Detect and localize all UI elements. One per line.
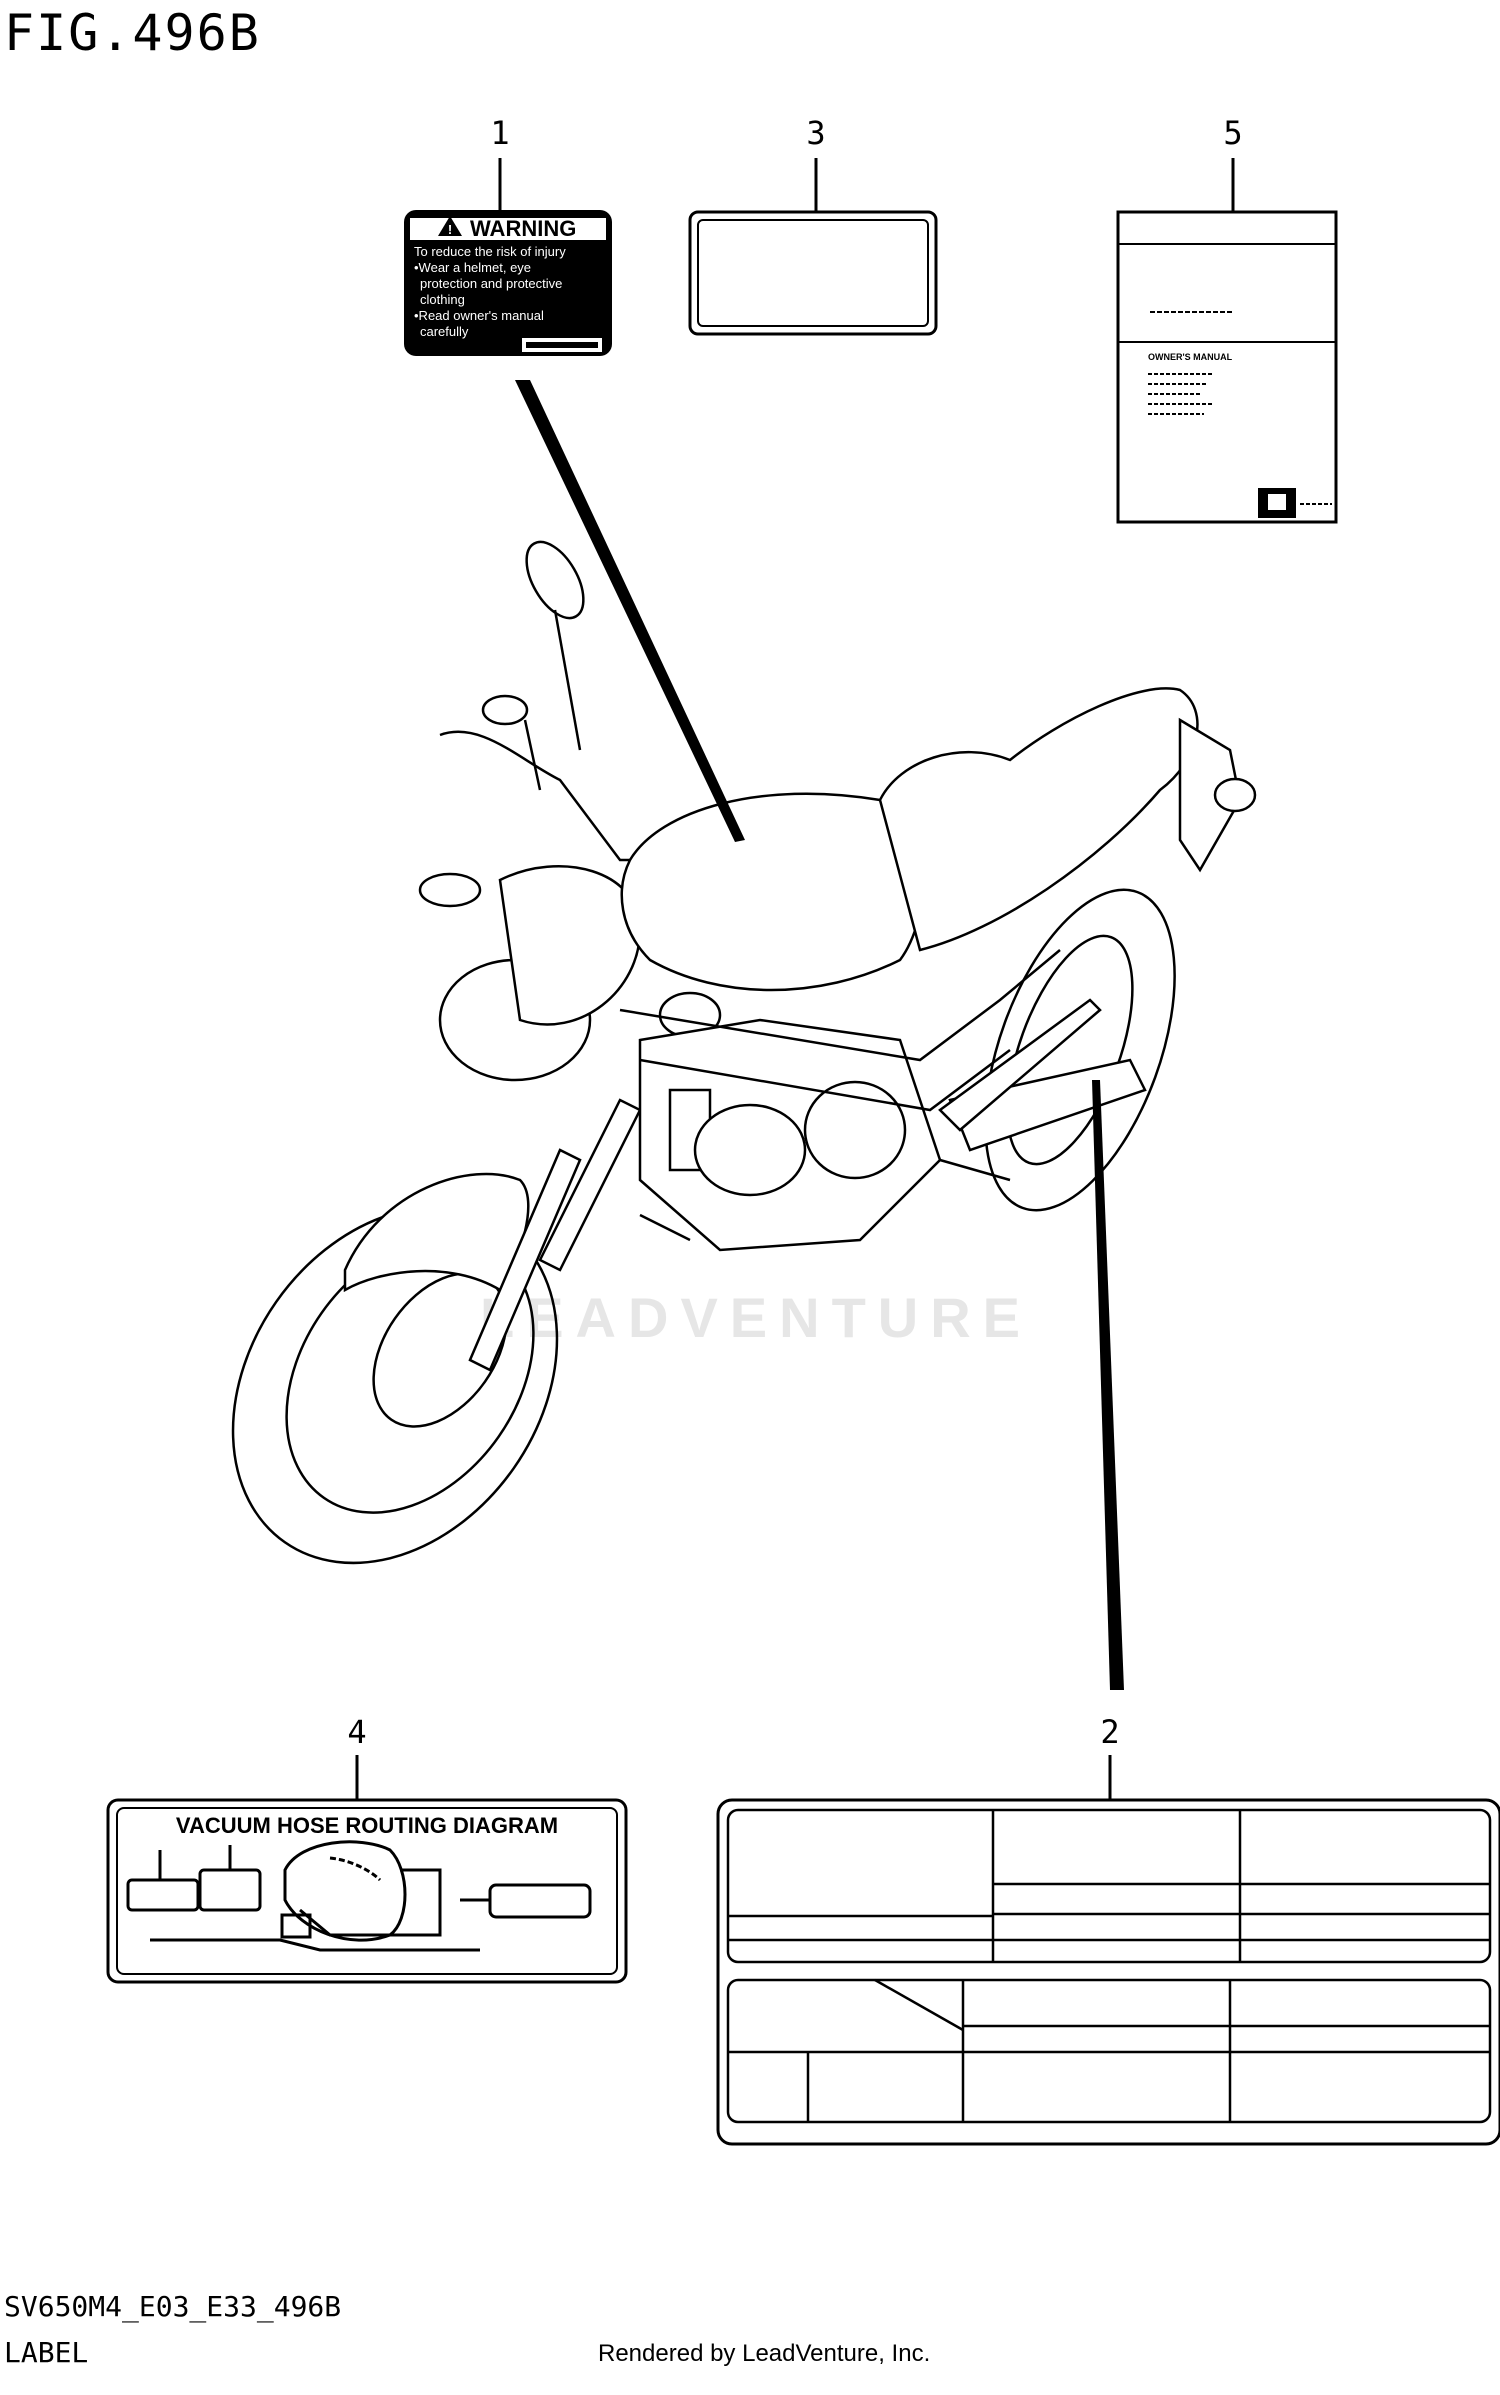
callout-1: 1 [490, 114, 510, 152]
warning-header: WARNING [470, 216, 576, 241]
svg-text:!: ! [448, 222, 452, 237]
callout-5: 5 [1223, 114, 1243, 152]
vacuum-hose-label: VACUUM HOSE ROUTING DIAGRAM [106, 1798, 628, 1984]
pointer-wedge-2 [1092, 1080, 1124, 1690]
warning-line: •Wear a helmet, eye [414, 260, 531, 275]
callout-2: 2 [1100, 1713, 1120, 1751]
motorcycle-illustration [231, 540, 1257, 1565]
warning-triangle-icon [438, 216, 462, 236]
blank-label [688, 210, 938, 336]
diagram-code: SV650M4_E03_E33_496B [4, 2290, 342, 2323]
watermark: LEADVENTURE [480, 1286, 1033, 1349]
warning-line: clothing [420, 292, 465, 307]
warning-label: ! WARNING To reduce the risk of injury•W… [404, 210, 612, 356]
spec-plate-label [716, 1798, 1500, 2146]
render-credit: Rendered by LeadVenture, Inc. [598, 2340, 931, 2367]
pointer-wedge-1 [515, 380, 745, 842]
warning-line: protection and protective [420, 276, 562, 291]
warning-line: To reduce the risk of injury [414, 244, 566, 259]
callout-4: 4 [347, 1713, 367, 1751]
section-label: LABEL [4, 2336, 89, 2369]
callout-3: 3 [806, 114, 826, 152]
warning-line: •Read owner's manual [414, 308, 544, 323]
figure-title: FIG.496B [4, 4, 261, 62]
owners-manual-title: OWNER'S MANUAL [1148, 352, 1233, 362]
warning-line: carefully [420, 324, 469, 339]
owners-manual: OWNER'S MANUAL [1116, 210, 1338, 524]
vacuum-label-title: VACUUM HOSE ROUTING DIAGRAM [176, 1813, 558, 1838]
